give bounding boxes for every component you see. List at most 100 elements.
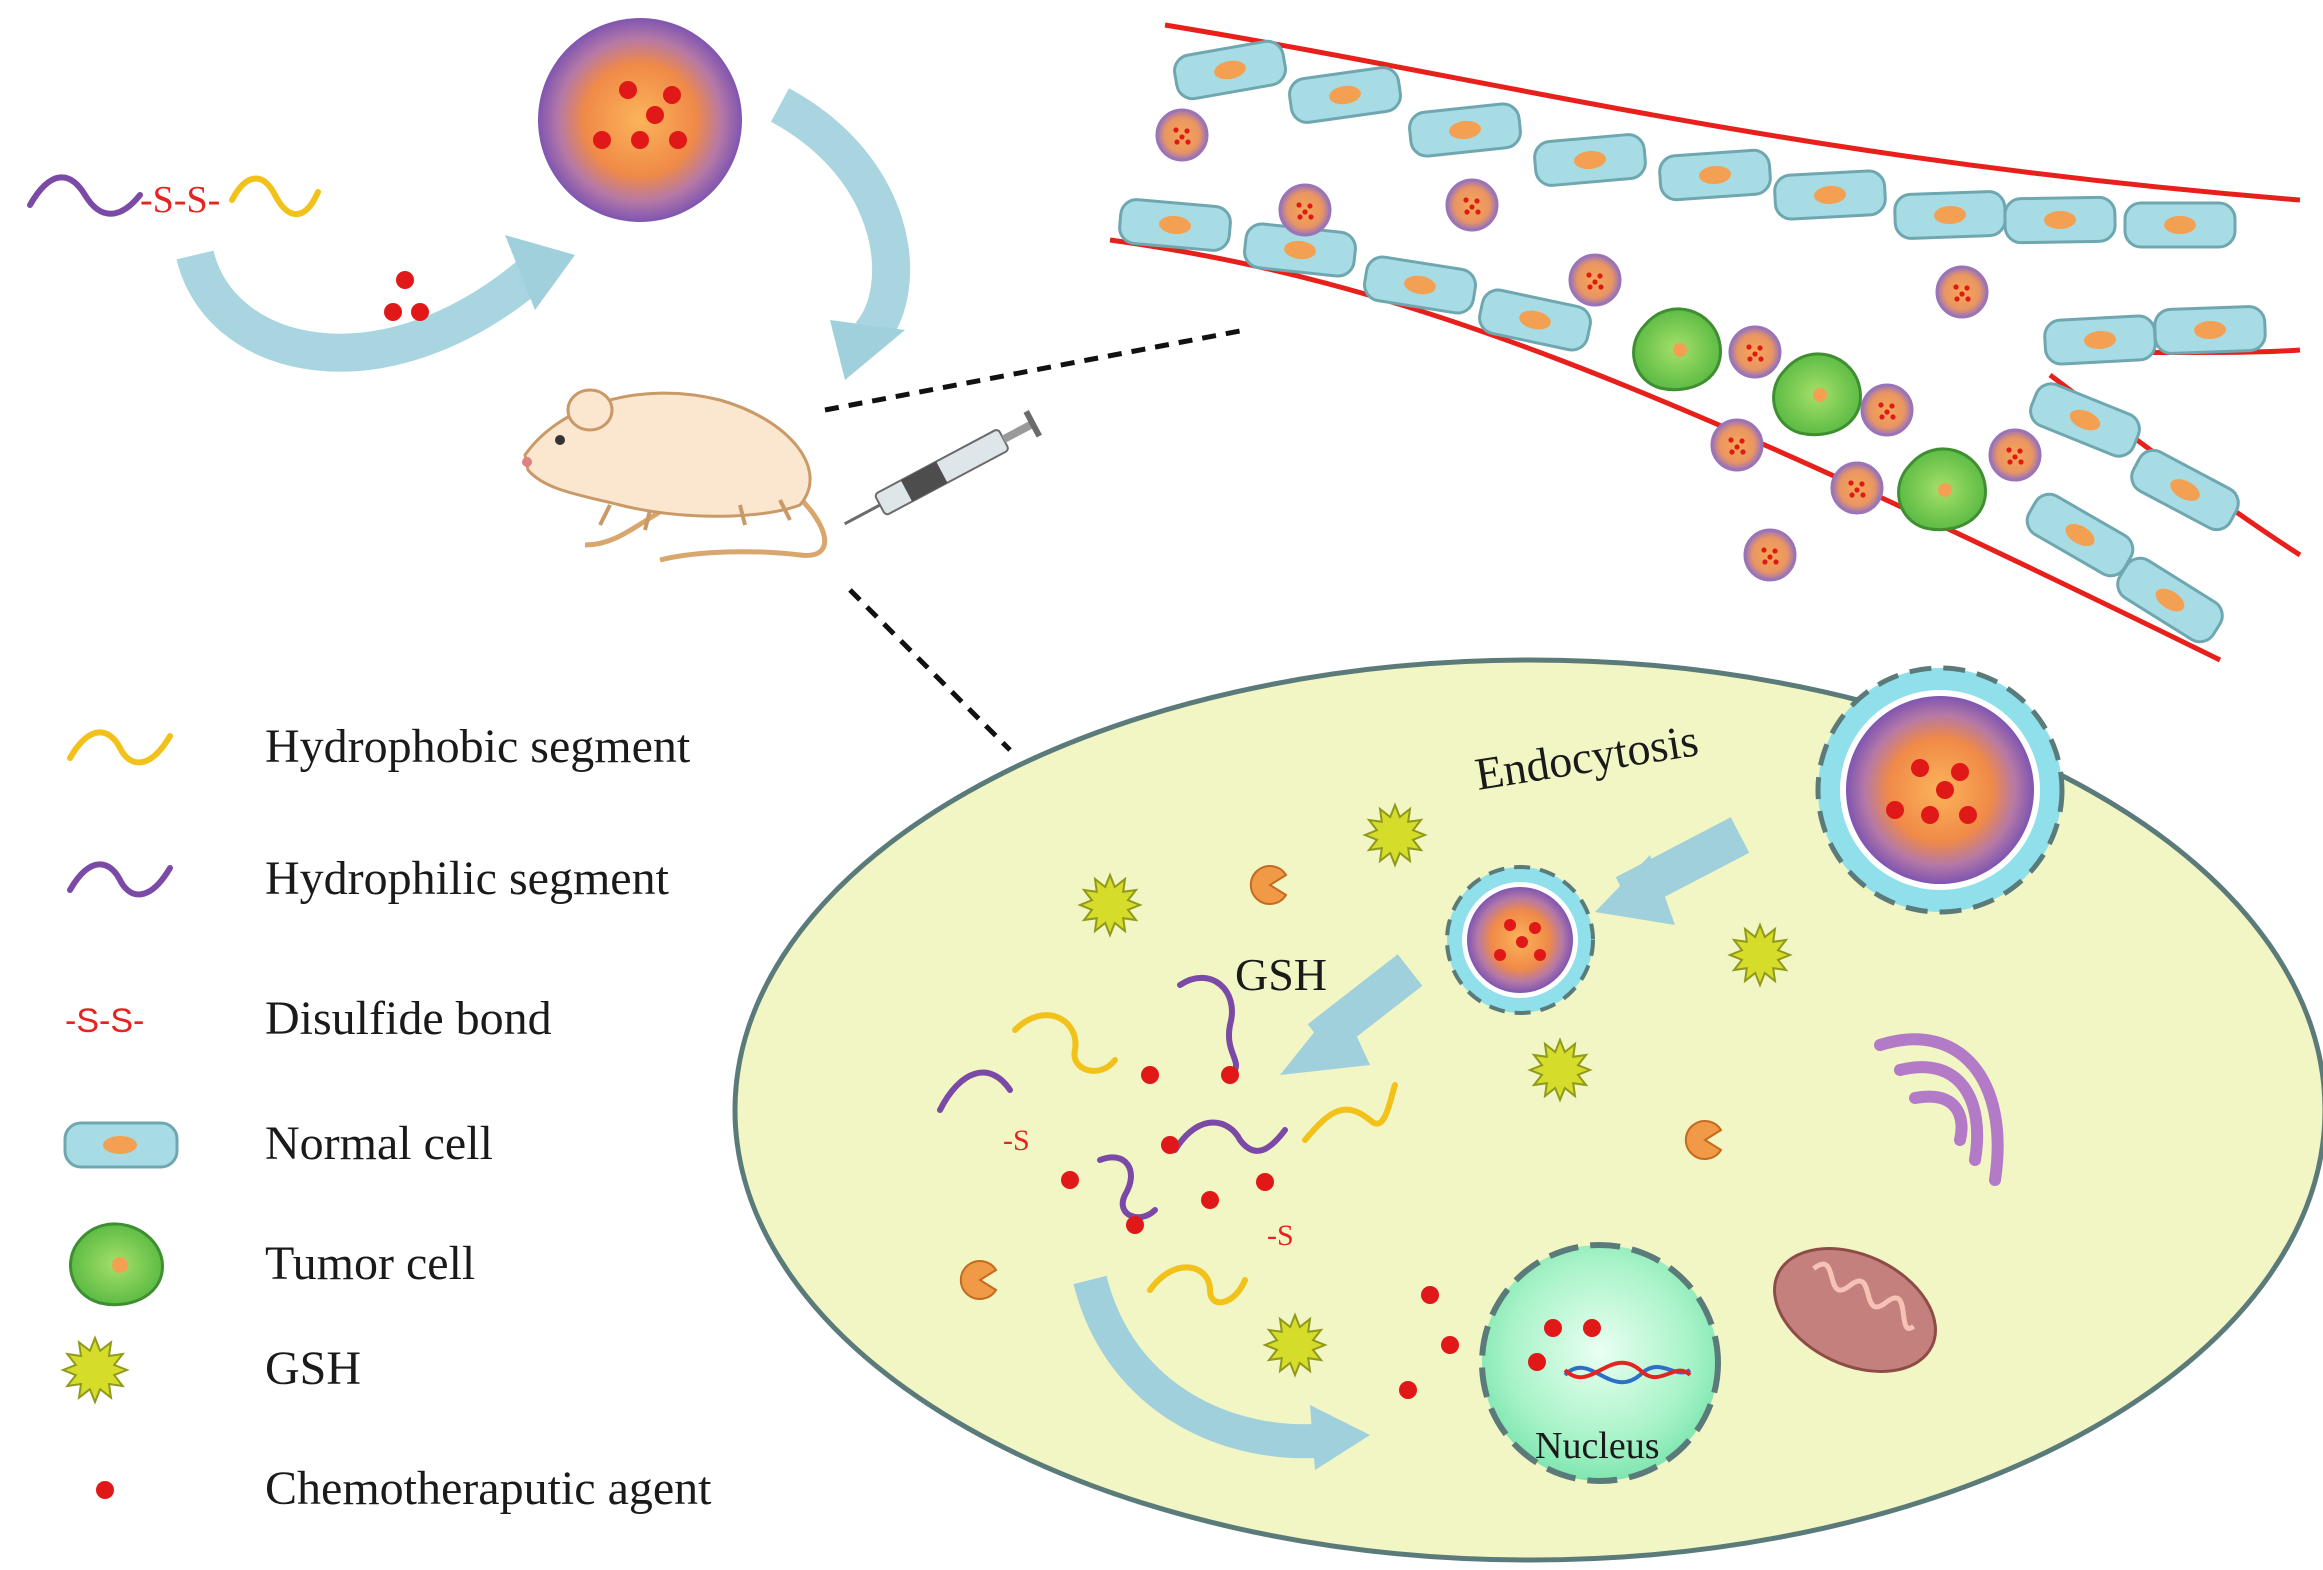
normal-cell [1533,133,1647,187]
normal-cell [2003,195,2117,245]
circulating-micelle [1728,325,1782,379]
legend-label: Normal cell [265,1117,493,1170]
lysosome-icons [959,865,1723,1300]
normal-cell [2153,305,2267,355]
released-segments [937,974,1398,1306]
polymer-precursor: -S-S- [27,174,321,221]
normal-cell [2116,556,2224,644]
endocytosing-micelle [1815,665,2065,915]
circulating-micelle [1860,383,1914,437]
nucleus [1479,1242,1721,1484]
lysosome-icon [1249,865,1288,905]
syringe-icon [843,410,1042,526]
normal-cell [1773,169,1887,221]
tumor-cell [1632,307,1722,392]
disulfide-bond-icon: -S-S- [65,1002,144,1040]
drug-loaded-micelle [538,18,742,222]
gsh-molecule [1527,1037,1593,1103]
loose-drug-dots [384,271,429,321]
lysosome-icon [1684,1120,1723,1160]
tumor-cell [1897,447,1987,532]
normal-cell-icon [63,1121,179,1169]
circulating-micelle [1278,183,1332,237]
released-drug-dots [1061,1066,1459,1399]
normal-cell [2130,448,2240,532]
gsh-molecule [1077,872,1143,938]
normal-cells [1118,39,2267,644]
circulating-micelle [1155,108,1209,162]
mouse-illustration [522,388,828,563]
circulating-micelle [1830,461,1884,515]
gsh-molecule [1727,922,1793,988]
hydrophilic-segment-icon [67,861,173,898]
normal-cell [1288,66,1402,124]
circulating-micelle [1445,178,1499,232]
normal-cell [2029,382,2141,458]
legend-label: Chemotheraputic agent [265,1462,712,1515]
injection-arrow-head [830,320,905,380]
normal-cell [2025,492,2135,578]
normal-cell [2043,314,2157,366]
injection-arrow [770,88,911,348]
tumor-cell [1772,352,1862,437]
gsh-icon [60,1335,130,1405]
legend-item: GSH [60,1335,361,1405]
svg-text:-S-S-: -S-S- [65,1002,144,1040]
gsh-cleavage-arrow-head [1280,1000,1370,1075]
normal-cell [1658,148,1772,202]
legend-item: Chemotheraputic agent [96,1462,712,1515]
legend-item: Tumor cell [69,1222,475,1307]
golgi-apparatus-icon [1874,1033,2004,1186]
normal-cell [1118,198,1232,252]
blood-vessel [1109,22,2302,663]
legend-item: Normal cell [63,1117,493,1170]
circulating-micelle [1743,528,1797,582]
gsh-molecules [1077,802,1793,1378]
hydrophilic-chain [27,174,143,217]
gsh-molecule [1262,1312,1328,1378]
gsh-cell-label: GSH [1235,949,1327,1000]
normal-cell [1173,39,1287,101]
legend-label: Tumor cell [265,1237,475,1290]
circulating-micelles [1155,108,2042,582]
legend-label: Disulfide bond [265,992,552,1045]
normal-cell [1893,190,2007,240]
zoom-line-cell [848,588,1012,752]
legend-label: GSH [265,1342,361,1395]
assembly-arrow [176,249,543,372]
thiol-label-2: -S [1267,1219,1294,1252]
circulating-micelle [1710,418,1764,472]
mitochondrion-icon [1773,1247,1937,1373]
normal-cell [1363,255,1477,315]
legend-label: Hydrophilic segment [265,852,670,905]
circulating-micelle [1988,428,2042,482]
hydrophobic-segment-icon [67,729,173,766]
circulating-micelle [1568,253,1622,307]
legend-label: Hydrophobic segment [265,720,691,773]
tumor-cell-icon [69,1222,164,1307]
thiol-label-1: -S [1003,1124,1030,1157]
legend-item: Hydrophobic segment [67,720,691,773]
gsh-star [60,1335,130,1405]
hydrophobic-chain [229,175,321,217]
chemotherapeutic-agent-icon [96,1481,114,1499]
nucleus-entry-arrow-head [1310,1405,1370,1470]
legend-item: -S-S- Disulfide bond [65,992,552,1045]
lysosome-icon [959,1260,998,1300]
normal-cell [2123,201,2237,249]
nucleus-entry-arrow [1073,1275,1332,1459]
assembly-arrow-head [505,235,575,310]
normal-cell [1478,288,1592,352]
legend-item: Hydrophilic segment [67,852,670,905]
normal-cell [1408,102,1522,158]
nucleus-label: Nucleus [1535,1425,1660,1467]
internalized-micelle [1445,865,1595,1015]
precursor-disulfide-label: -S-S- [140,179,220,221]
circulating-micelle [1935,265,1989,319]
gsh-molecule [1362,802,1428,868]
endocytosis-arrow-head [1595,855,1675,925]
tumor-cells [1632,307,1987,532]
